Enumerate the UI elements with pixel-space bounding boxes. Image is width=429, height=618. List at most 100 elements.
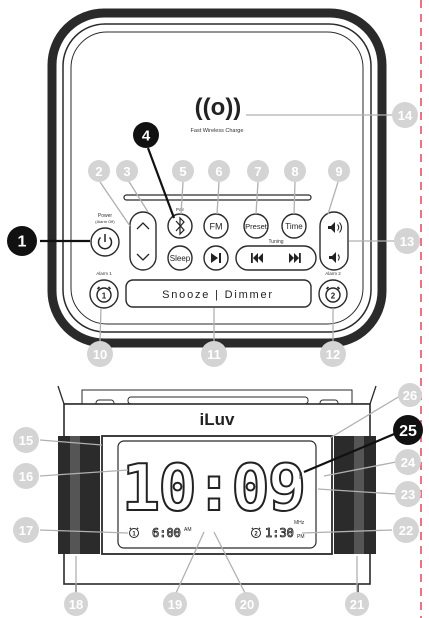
snooze-dimmer-label: Snooze | Dimmer (162, 289, 274, 301)
callout-18: 18 (64, 592, 88, 616)
leader-2 (99, 181, 131, 227)
svg-text:1: 1 (18, 234, 27, 251)
leader-17 (39, 529, 129, 534)
leader-25 (303, 430, 400, 474)
callout-23: 23 (395, 481, 421, 507)
svg-text:5: 5 (179, 164, 186, 179)
pm-indicator: PM (129, 465, 144, 476)
callout-16: 16 (13, 463, 39, 489)
leader-15 (39, 439, 103, 446)
sleep-button[interactable]: Sleep (167, 245, 193, 271)
chevron-down-icon (136, 253, 150, 261)
leader-24 (323, 461, 397, 477)
alarm1-ampm: AM (184, 527, 192, 533)
tuning-back-button[interactable] (251, 253, 263, 263)
pair-label: Pair (176, 207, 185, 212)
play-pause-icon (211, 253, 221, 263)
power-icon (97, 234, 113, 250)
svg-text:16: 16 (19, 469, 33, 484)
svg-text:7: 7 (254, 164, 261, 179)
svg-text:20: 20 (240, 597, 254, 612)
callout-11: 11 (201, 341, 227, 367)
leader-3 (127, 179, 149, 213)
callout-5: 5 (172, 160, 194, 182)
leader-20 (213, 531, 246, 594)
svg-text:21: 21 (350, 597, 364, 612)
main-time-display: 10:09 (122, 452, 305, 526)
svg-text:2: 2 (95, 164, 102, 179)
preset-button-label: Preset (245, 222, 268, 231)
fm-button-label: FM (210, 222, 223, 232)
callout-20: 20 (235, 592, 259, 616)
power-button[interactable] (90, 227, 120, 257)
brand-logo: iLuv (200, 410, 235, 429)
alarm1-time: 6:00 (152, 526, 181, 540)
callout-7: 7 (247, 160, 269, 182)
svg-text:19: 19 (168, 597, 182, 612)
leader-16 (39, 469, 129, 477)
leader-26 (329, 395, 401, 439)
svg-text:11: 11 (207, 347, 221, 362)
svg-text:13: 13 (400, 234, 414, 249)
callout-4: 4 (133, 122, 159, 148)
leader-6 (216, 181, 220, 215)
volume-up-icon (328, 222, 342, 233)
callout-12: 12 (320, 341, 346, 367)
svg-text:1: 1 (132, 532, 136, 538)
leader-5 (180, 181, 184, 215)
callout-15: 15 (13, 427, 39, 453)
volume-down-icon (329, 252, 340, 263)
wireless-charge-icon: ((o)) (195, 94, 242, 121)
alarm-clock-icon: 1 (129, 527, 139, 538)
callout-25: 25 (393, 415, 423, 445)
svg-text:3: 3 (123, 164, 130, 179)
alarm1-button[interactable]: 1 (89, 279, 119, 309)
leader-8 (293, 181, 296, 215)
alarm2-button[interactable]: 2 (318, 279, 348, 309)
tuning-forward-button[interactable] (289, 253, 301, 263)
svg-text:17: 17 (19, 523, 33, 538)
callout-10: 10 (87, 341, 113, 367)
svg-text:25: 25 (399, 423, 417, 440)
svg-text:26: 26 (403, 388, 417, 403)
preset-button[interactable]: Preset (243, 213, 269, 239)
time-button[interactable]: Time (281, 213, 307, 239)
svg-text:23: 23 (401, 487, 415, 502)
bluetooth-button[interactable] (167, 213, 193, 239)
chevron-up-icon (136, 222, 150, 230)
callout-9: 9 (328, 160, 350, 182)
leader-lines (39, 114, 401, 594)
svg-text:8: 8 (291, 164, 298, 179)
leader-19 (175, 531, 205, 594)
lcd-screen (117, 440, 317, 549)
leader-4 (146, 147, 176, 219)
svg-text:24: 24 (401, 455, 416, 470)
alarm1-number: 1 (102, 292, 107, 301)
callout-8: 8 (284, 160, 306, 182)
leader-10 (99, 307, 102, 342)
callout-21: 21 (345, 592, 369, 616)
callout-17: 17 (13, 517, 39, 543)
callout-1: 1 (7, 226, 37, 256)
skip-back-icon (251, 253, 263, 263)
svg-text:12: 12 (326, 347, 340, 362)
fm-button[interactable]: FM (203, 213, 229, 239)
tuning-pill (235, 245, 317, 271)
play-pause-button[interactable] (203, 245, 229, 271)
up-down-button[interactable] (129, 211, 157, 271)
svg-text:9: 9 (335, 164, 342, 179)
alarm-clock-icon: 2 (251, 527, 261, 538)
bottom-device: iLuv PM 10:09 ᛒ MHz 1 6:00 AM 2 (57, 385, 377, 595)
callout-22: 22 (393, 517, 419, 543)
left-side-band-highlight (70, 436, 80, 554)
snooze-dimmer-button[interactable]: Snooze | Dimmer (125, 279, 312, 308)
svg-text:22: 22 (399, 523, 413, 538)
leader-9 (327, 181, 339, 215)
alarm-clock-icon: 1 (96, 286, 112, 303)
svg-text:14: 14 (398, 108, 413, 123)
sleep-button-label: Sleep (170, 254, 191, 263)
volume-button[interactable] (319, 211, 349, 271)
alarm1-label: Alarm 1 (96, 271, 112, 276)
alarm2-indicator: 2 1:30 PM (251, 526, 305, 540)
